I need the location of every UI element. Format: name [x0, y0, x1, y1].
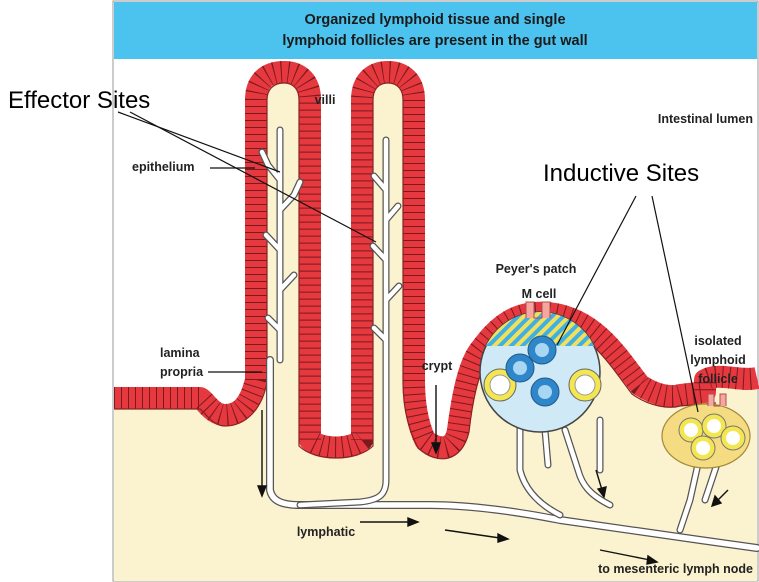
peyers-patch-label: Peyer's patch	[496, 262, 577, 276]
inductive-sites-label: Inductive Sites	[543, 160, 699, 187]
header-line-1: Organized lymphoid tissue and single	[304, 12, 565, 28]
header-banner	[114, 2, 757, 59]
follicle-label: follicle	[698, 372, 738, 386]
header-line-2: lymphoid follicles are present in the gu…	[282, 33, 587, 49]
villi-label: villi	[315, 93, 336, 107]
epithelium-label: epithelium	[132, 160, 195, 174]
propria-label: propria	[160, 365, 204, 379]
isolated-label: isolated	[694, 334, 741, 348]
effector-sites-label: Effector Sites	[8, 87, 150, 114]
mesenteric-label: to mesenteric lymph node	[598, 562, 753, 576]
lymphatic-label: lymphatic	[297, 525, 355, 539]
m-cell-label: M cell	[522, 287, 557, 301]
intestinal-lumen-label: Intestinal lumen	[658, 112, 753, 126]
lymphoid-label: lymphoid	[690, 353, 746, 367]
crypt-label: crypt	[422, 359, 453, 373]
lamina-label: lamina	[160, 346, 201, 360]
